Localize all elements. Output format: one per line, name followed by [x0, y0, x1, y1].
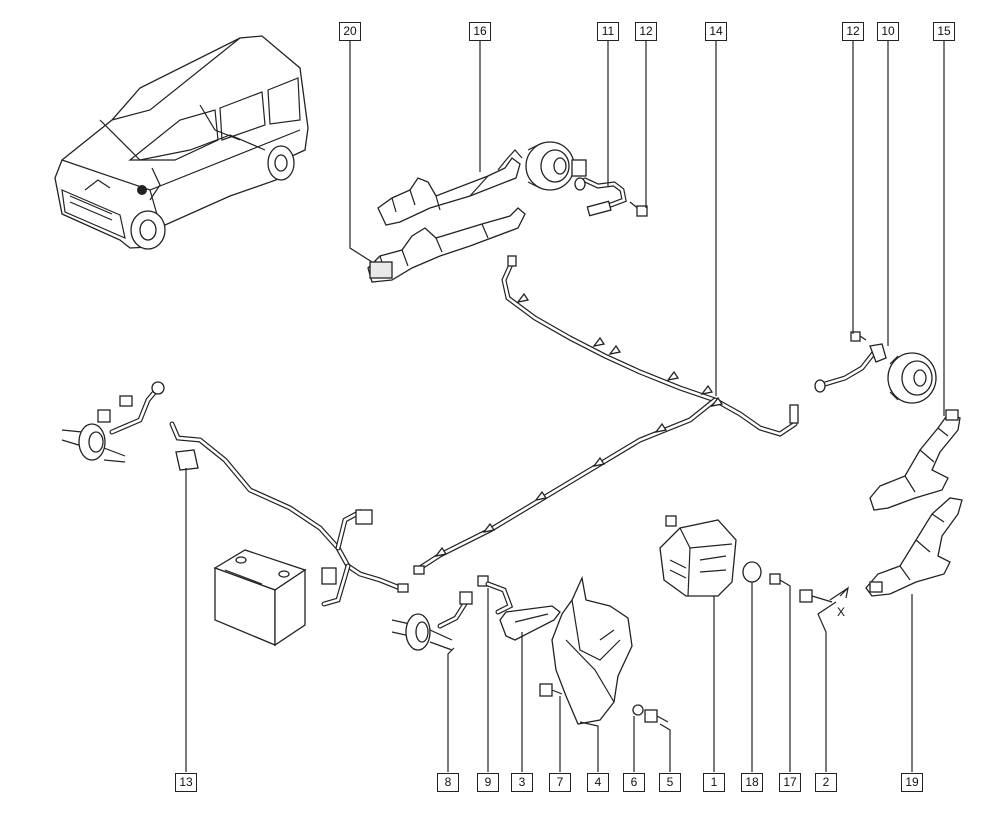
front-hub-top: [525, 141, 587, 191]
bracket-part-3: [499, 605, 561, 641]
callout-13: 13: [175, 773, 197, 792]
callout-12-right: 12: [842, 22, 864, 41]
callout-3: 3: [511, 773, 533, 792]
nut-part-7: [539, 683, 563, 697]
sensor-part-8: [437, 591, 473, 629]
leader-lines: [185, 38, 945, 772]
callout-9: 9: [477, 773, 499, 792]
callout-12-top: 12: [635, 22, 657, 41]
bolt-part-2: [799, 586, 849, 603]
callout-8: 8: [437, 773, 459, 792]
annotation-x: X: [837, 605, 846, 619]
abs-unit-part-1: [659, 515, 737, 597]
cable-part-14: [413, 255, 799, 575]
bracket-part-20: [367, 207, 526, 283]
callout-1: 1: [703, 773, 725, 792]
callout-14: 14: [705, 22, 727, 41]
rear-hub-right: [887, 352, 937, 404]
bracket-part-19: [865, 497, 963, 597]
bracket-part-15: [869, 409, 961, 511]
rear-hub-left: [61, 409, 126, 463]
callout-20: 20: [339, 22, 361, 41]
battery: [213, 549, 307, 647]
callout-4: 4: [587, 773, 609, 792]
bracket-part-4: [551, 575, 633, 725]
callout-17: 17: [779, 773, 801, 792]
callout-16: 16: [469, 22, 491, 41]
sensor-part-10: [814, 343, 887, 393]
washer-part-6: [632, 704, 644, 716]
callout-18: 18: [741, 773, 763, 792]
bolt-part-12-right: [850, 331, 867, 342]
front-hub-bottom: [391, 613, 453, 651]
callout-15: 15: [933, 22, 955, 41]
sensor-part-9: [477, 575, 514, 615]
callout-5: 5: [659, 773, 681, 792]
callout-11: 11: [597, 22, 619, 41]
bolt-part-12-top: [629, 201, 648, 217]
vehicle-illustration: [54, 35, 309, 250]
bolt-part-5: [644, 709, 669, 723]
callout-19: 19: [901, 773, 923, 792]
bracket-part-16: [377, 149, 523, 226]
sensor-rear-left: [109, 381, 165, 435]
speed-sensor-part-11: [574, 177, 627, 217]
spacer-part-17: [769, 573, 781, 585]
grommet-part-18: [742, 561, 762, 583]
callout-6: 6: [623, 773, 645, 792]
callout-2: 2: [815, 773, 837, 792]
callout-7: 7: [549, 773, 571, 792]
callout-10: 10: [877, 22, 899, 41]
harness-part-13: [169, 421, 409, 607]
